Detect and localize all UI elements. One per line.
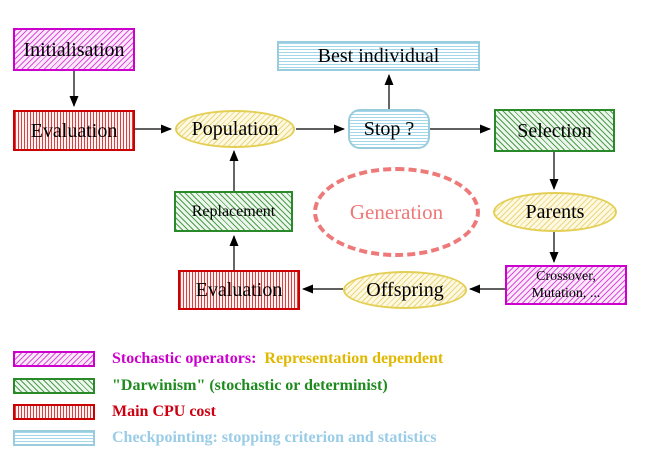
node-evaluation-bottom: Evaluation — [178, 270, 300, 310]
node-replacement: Replacement — [174, 191, 293, 232]
node-parents: Parents — [493, 192, 617, 232]
legend-row-darwinism: "Darwinism" (stochastic or determinist) — [13, 377, 388, 394]
generation-label: Generation — [349, 199, 444, 224]
node-crossover-mutation: Crossover, Mutation, ... — [505, 265, 627, 305]
legend-row-checkpointing: Checkpointing: stopping criterion and st… — [13, 429, 436, 446]
legend-row-stochastic: Stochastic operators: Representation dep… — [13, 350, 443, 367]
legend-row-cpu-cost: Main CPU cost — [13, 403, 216, 420]
node-population-label: Population — [191, 118, 279, 140]
node-parents-label: Parents — [525, 201, 585, 223]
node-stop-label: Stop ? — [363, 118, 415, 140]
legend-swatch-green-hatch — [13, 377, 95, 394]
legend-label-darwinism: "Darwinism" (stochastic or determinist) — [112, 376, 388, 394]
node-selection: Selection — [494, 109, 615, 152]
node-crossover-line1: Crossover, — [536, 268, 596, 284]
node-evaluation-bottom-label: Evaluation — [195, 279, 283, 301]
node-evaluation-top: Evaluation — [13, 110, 135, 151]
node-initialisation-label: Initialisation — [23, 38, 125, 61]
node-best-individual-label: Best individual — [317, 45, 440, 67]
node-replacement-label: Replacement — [191, 202, 276, 220]
node-population: Population — [175, 110, 295, 148]
legend-swatch-cyan-lines — [13, 429, 95, 446]
node-stop: Stop ? — [348, 109, 430, 149]
node-best-individual: Best individual — [277, 41, 480, 71]
node-evaluation-top-label: Evaluation — [30, 119, 118, 142]
node-selection-label: Selection — [517, 119, 592, 142]
node-initialisation: Initialisation — [13, 28, 135, 71]
legend-label-checkpointing: Checkpointing: stopping criterion and st… — [112, 428, 437, 446]
legend-label-cpu-cost: Main CPU cost — [112, 402, 216, 420]
legend-label-representation: Representation dependent — [264, 349, 444, 367]
legend-label-stochastic: Stochastic operators: — [112, 349, 257, 367]
node-offspring: Offspring — [343, 271, 467, 309]
generation-loop-ellipse: Generation — [313, 167, 480, 257]
legend-swatch-red-stripes — [13, 403, 95, 420]
legend-swatch-magenta-hatch — [13, 350, 95, 367]
node-crossover-line2: Mutation, ... — [531, 286, 601, 301]
node-offspring-label: Offspring — [366, 279, 444, 301]
